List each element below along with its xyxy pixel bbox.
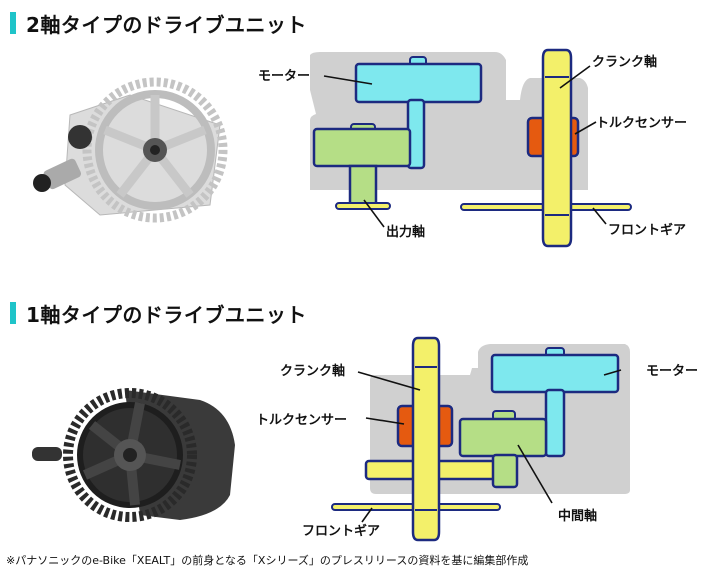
- label-torque-sensor: トルクセンサー: [256, 413, 347, 428]
- label-front-gear: フロントギア: [608, 222, 686, 238]
- label-output-shaft: 出力軸: [386, 224, 425, 240]
- label-intermediate-shaft: 中間軸: [558, 508, 597, 524]
- label-crank-shaft: クランク軸: [592, 54, 657, 70]
- label-motor: モーター: [646, 364, 698, 379]
- silver-drive-unit-photo: [33, 77, 228, 223]
- accent-bar: [10, 302, 16, 324]
- label-front-gear: フロントギア: [302, 523, 380, 539]
- section-title-text: 1軸タイプのドライブユニット: [26, 302, 307, 327]
- two-axis-diagram: モーター 出力軸 クランク軸 トルクセンサー フロントギア: [258, 48, 687, 248]
- section-title-1-axis: 1軸タイプのドライブユニット: [10, 300, 307, 327]
- motor-shaft: [544, 388, 566, 458]
- section-title-text: 2軸タイプのドライブユニット: [26, 12, 307, 37]
- accent-bar: [10, 12, 16, 34]
- footnote: ※パナソニックのe-Bike「XEALT」の前身となる「Xシリーズ」のプレスリリ…: [6, 554, 529, 567]
- label-motor: モーター: [258, 69, 310, 84]
- intermediate-shaft: [491, 453, 519, 489]
- motor-body: [490, 353, 620, 394]
- label-torque-sensor: トルクセンサー: [596, 116, 687, 131]
- crank-shaft: [411, 336, 441, 542]
- crank-shaft: [541, 48, 573, 248]
- black-drive-unit-photo: [32, 388, 235, 522]
- output-shaft: [348, 164, 378, 208]
- label-crank-shaft: クランク軸: [280, 363, 345, 379]
- output-sprocket: [335, 202, 391, 210]
- section-title-2-axis: 2軸タイプのドライブユニット: [10, 10, 307, 37]
- intermediate-gear: [458, 417, 548, 458]
